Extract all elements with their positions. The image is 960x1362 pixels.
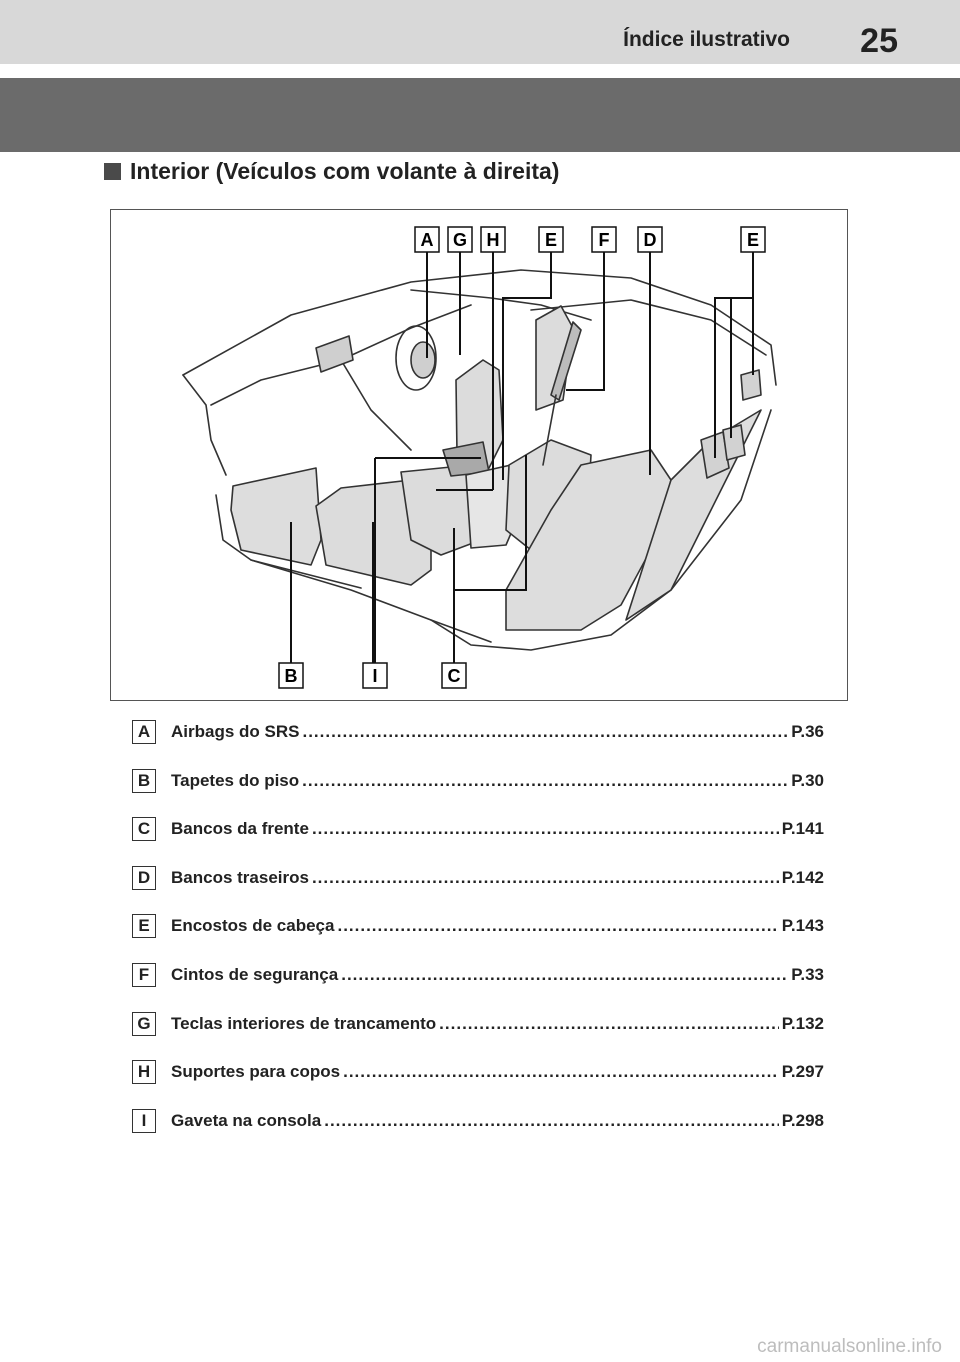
legend-item-d: D Bancos traseiros P.142 [132, 864, 832, 913]
legend-item-b: B Tapetes do piso P.30 [132, 767, 832, 816]
callout-label-i: I [372, 666, 377, 686]
legend-page-ref[interactable]: P.132 [781, 1013, 824, 1033]
legend-item-a: A Airbags do SRS P.36 [132, 718, 832, 767]
legend-page-ref[interactable]: P.142 [781, 867, 824, 887]
dot-leader [439, 1014, 779, 1034]
watermark: carmanualsonline.info [757, 1336, 942, 1357]
legend-item-g: G Teclas interiores de trancamento P.132 [132, 1010, 832, 1059]
legend-label: Bancos da frente [171, 819, 309, 839]
dot-leader [302, 722, 788, 742]
callout-label-b: B [285, 666, 298, 686]
legend-item-h: H Suportes para copos P.297 [132, 1058, 832, 1107]
legend-page-ref[interactable]: P.298 [781, 1110, 824, 1130]
legend-letter: E [132, 914, 156, 939]
interior-diagram: A G H E F D E B I C [110, 209, 848, 701]
callout-label-h: H [487, 230, 500, 250]
legend-label: Tapetes do piso [171, 770, 300, 790]
legend-item-f: F Cintos de segurança P.33 [132, 961, 832, 1010]
legend-page-ref[interactable]: P.30 [791, 770, 824, 790]
legend-list: A Airbags do SRS P.36 B Tapetes do piso … [132, 718, 832, 1155]
legend-label: Bancos traseiros [171, 867, 309, 887]
legend-label: Teclas interiores de trancamento [171, 1013, 437, 1033]
legend-letter: F [132, 962, 156, 987]
legend-label: Gaveta na consola [171, 1110, 322, 1130]
legend-page-ref[interactable]: P.297 [781, 1062, 824, 1082]
square-bullet-icon [104, 163, 121, 180]
header-title: Índice ilustrativo [623, 28, 790, 51]
legend-page-ref[interactable]: P.143 [781, 916, 824, 936]
legend-item-i: I Gaveta na consola P.298 [132, 1107, 832, 1156]
legend-page-ref[interactable]: P.141 [781, 819, 824, 839]
callout-label-e: E [545, 230, 557, 250]
dot-leader [337, 916, 778, 936]
callout-label-e-rear: E [747, 230, 759, 250]
car-interior-illustration: A G H E F D E B I C [182, 226, 777, 689]
legend-label: Airbags do SRS [171, 722, 300, 741]
legend-letter: G [132, 1011, 156, 1036]
legend-label: Encostos de cabeça [171, 916, 335, 936]
dot-leader [324, 1111, 779, 1131]
legend-page-ref[interactable]: P.36 [791, 722, 824, 741]
dot-leader [312, 819, 779, 839]
callout-label-g: G [453, 230, 467, 250]
callout-label-c: C [448, 666, 461, 686]
callout-label-f: F [599, 230, 610, 250]
legend-page-ref[interactable]: P.33 [791, 964, 824, 984]
callout-label-d: D [644, 230, 657, 250]
dot-leader [302, 771, 788, 791]
dot-leader [343, 1062, 779, 1082]
legend-letter: A [132, 720, 156, 744]
section-heading: Interior (Veículos com volante à direita… [104, 158, 559, 185]
legend-letter: D [132, 865, 156, 890]
section-band [0, 78, 960, 152]
legend-item-c: C Bancos da frente P.141 [132, 815, 832, 864]
legend-label: Suportes para copos [171, 1062, 341, 1082]
legend-letter: B [132, 768, 156, 793]
legend-letter: I [132, 1108, 156, 1133]
dot-leader [312, 868, 779, 888]
header-bar: Índice ilustrativo 25 [0, 0, 960, 64]
legend-letter: H [132, 1060, 156, 1085]
legend-label: Cintos de segurança [171, 964, 339, 984]
callout-label-a: A [421, 230, 434, 250]
dot-leader [341, 965, 788, 985]
page-number: 25 [860, 22, 898, 60]
legend-item-e: E Encostos de cabeça P.143 [132, 912, 832, 961]
section-heading-text: Interior (Veículos com volante à direita… [130, 158, 560, 184]
legend-letter: C [132, 817, 156, 842]
